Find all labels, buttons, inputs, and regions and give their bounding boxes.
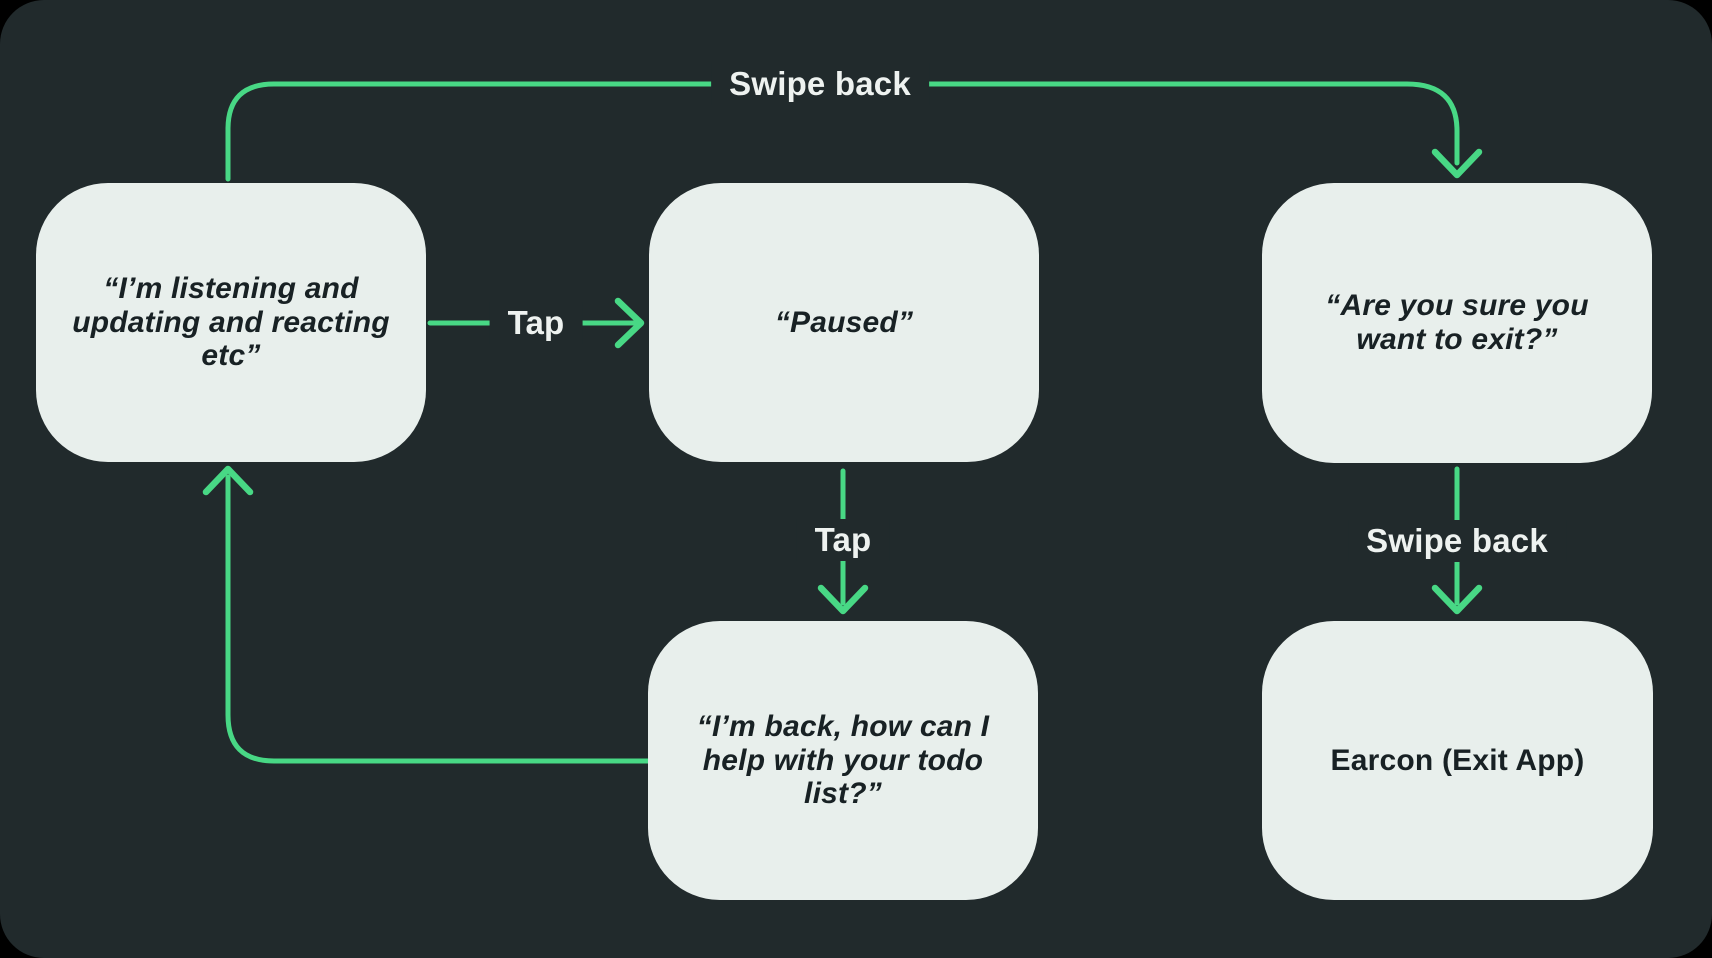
node-im-back: “I’m back, how can I help with your todo… [648, 621, 1038, 900]
node-earcon-exit-text: Earcon (Exit App) [1330, 743, 1585, 777]
node-confirm-exit-text: “Are you sure you want to exit?” [1325, 289, 1589, 356]
edge-return-loop-arrowhead [202, 465, 254, 496]
edge-swipe-back-top-arrowhead [1431, 148, 1483, 179]
node-paused-text: “Paused” [774, 305, 914, 339]
edge-label-swipe-back-down: Swipe back [1348, 520, 1566, 562]
edge-swipe-back-down-arrowhead [1431, 584, 1483, 615]
edge-return-loop-line [225, 474, 651, 764]
node-paused: “Paused” [649, 183, 1039, 462]
node-im-back-text: “I’m back, how can I help with your todo… [696, 709, 990, 811]
node-earcon-exit: Earcon (Exit App) [1262, 621, 1653, 900]
edge-label-swipe-back-top: Swipe back [711, 63, 929, 105]
edge-tap-right-arrowhead [614, 297, 645, 349]
edge-tap-down-arrowhead [817, 584, 869, 615]
edge-label-tap-down: Tap [796, 519, 890, 561]
node-listening-text: “I’m listening and updating and reacting… [72, 271, 390, 373]
node-listening-state: “I’m listening and updating and reacting… [36, 183, 426, 462]
node-confirm-exit: “Are you sure you want to exit?” [1262, 183, 1652, 463]
edge-label-tap-right: Tap [489, 302, 583, 344]
